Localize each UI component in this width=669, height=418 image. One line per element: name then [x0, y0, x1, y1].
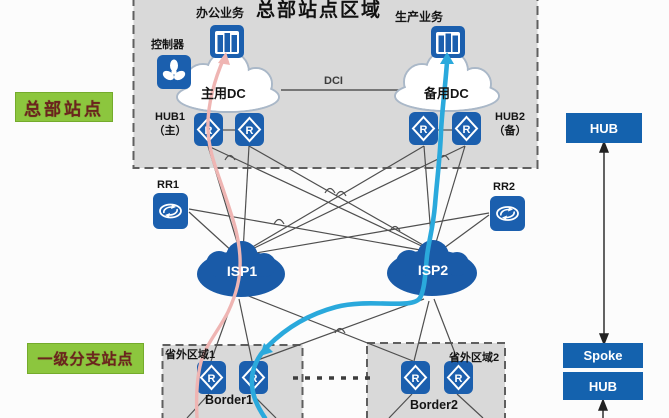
svg-text:R: R: [455, 373, 463, 385]
legend-hub-top-box: HUB: [566, 113, 642, 143]
hub1-router2-icon: R: [235, 113, 264, 151]
legend-spoke-box: Spoke: [563, 343, 643, 368]
svg-text:R: R: [208, 373, 216, 385]
route-reflector-rr2-icon: [490, 196, 525, 236]
hub2-label: HUB2 （备）: [493, 111, 527, 137]
diagram-title: 总部站点区域: [256, 0, 383, 21]
backup-dc-label: 备用DC: [424, 86, 469, 101]
isp1-label: ISP1: [226, 263, 258, 279]
legend-hub-bottom-box: HUB: [563, 372, 643, 400]
svg-text:R: R: [246, 125, 254, 137]
border2-label: Border2: [410, 398, 458, 412]
dci-link-label: DCI: [324, 75, 343, 87]
svg-text:R: R: [250, 373, 258, 385]
hub2-router2-icon: R: [452, 112, 481, 150]
region1-label: 省外区域1: [165, 349, 216, 361]
branch-site-badge: 一级分支站点: [27, 343, 144, 374]
svg-text:R: R: [420, 124, 428, 136]
hub1-router1-icon: R: [194, 113, 223, 151]
primary-dc-label: 主用DC: [201, 86, 246, 101]
border2-router1-icon: R: [401, 361, 430, 399]
hq-site-badge: 总部站点: [15, 92, 113, 122]
link-hop-arcs: [224, 154, 450, 334]
production-service-label: 生产业务: [395, 10, 444, 24]
svg-text:R: R: [412, 373, 420, 385]
hub2-router1-icon: R: [409, 112, 438, 150]
rr2-label: RR2: [493, 181, 516, 193]
office-servers-icon: [210, 25, 244, 63]
office-service-label: 办公业务: [196, 6, 245, 20]
production-path-arrowhead-branch: [260, 343, 273, 356]
controller-icon: [157, 55, 191, 94]
isp2-label: ISP2: [417, 262, 449, 278]
hub1-label: HUB1 （主）: [153, 111, 187, 137]
border2-router2-icon: R: [444, 361, 473, 399]
svg-text:R: R: [463, 124, 471, 136]
production-servers-icon: [431, 26, 465, 63]
border1-label: Border1: [205, 393, 253, 407]
controller-label: 控制器: [151, 39, 184, 51]
rr1-label: RR1: [157, 179, 180, 191]
region2-label: 省外区域2: [449, 352, 500, 364]
route-reflector-rr1-icon: [153, 193, 188, 234]
svg-text:R: R: [205, 125, 213, 137]
